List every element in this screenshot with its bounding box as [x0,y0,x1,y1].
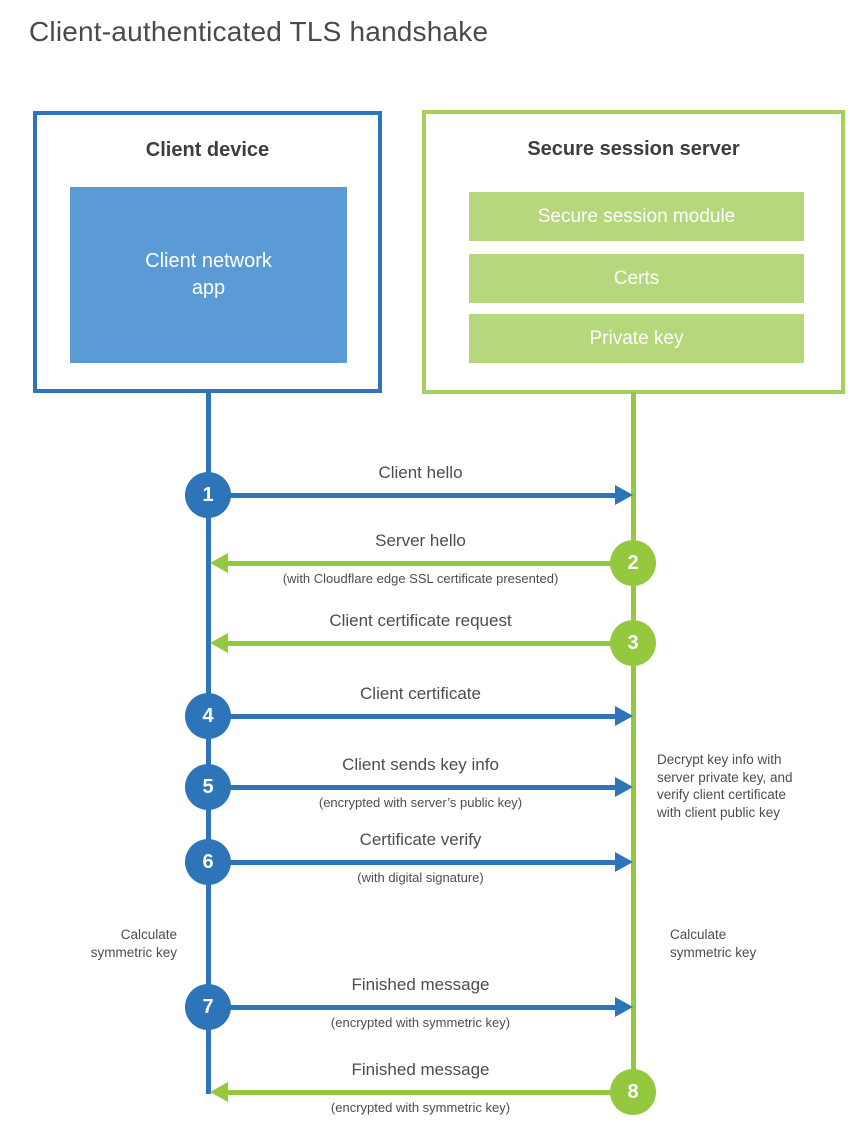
step-4-marker: 4 [185,693,231,739]
step-5-arrowhead-right-icon [615,777,633,797]
step-8-arrow-line [228,1090,612,1095]
secure-session-server-title: Secure session server [527,138,740,160]
step-3-marker: 3 [610,620,656,666]
step-3-label: Client certificate request [329,611,512,630]
step-5-label: Client sends key info [342,755,499,774]
client-calculate-symmetric-key-note: Calculate symmetric key [90,927,177,960]
diagram-title: Client-authenticated TLS handshake [29,16,489,47]
step-2-marker: 2 [610,540,656,586]
step-2-sublabel: (with Cloudflare edge SSL certificate pr… [282,571,559,586]
module-bar-secure-session-module: Secure session module [469,192,804,241]
client-device-title: Client device [145,139,270,161]
step-1-marker: 1 [185,472,231,518]
step-6-arrow-line [230,860,616,865]
step-8-sublabel: (encrypted with symmetric key) [330,1100,511,1115]
step-1-arrowhead-right-icon [615,485,633,505]
step-7-label: Finished message [351,975,490,994]
step-6-label: Certificate verify [359,830,482,849]
step-8-arrowhead-left-icon [210,1082,228,1102]
step-7-marker: 7 [185,984,231,1030]
step-5-marker: 5 [185,764,231,810]
step-1-arrow-line [230,493,616,498]
step-5-arrow-line [230,785,616,790]
client-device-box: Client device Client network app [33,111,382,393]
step-7-arrowhead-right-icon [615,997,633,1017]
step-4-label: Client certificate [360,684,481,703]
step-2-label: Server hello [375,531,466,550]
step-6-sublabel: (with digital signature) [357,870,484,885]
module-bar-private-key: Private key [469,314,804,363]
step-4-arrowhead-right-icon [615,706,633,726]
step-6-marker: 6 [185,839,231,885]
step-4-arrow-line [230,714,616,719]
server-decrypt-note: Decrypt key info with server private key… [657,752,793,820]
step-8-marker: 8 [610,1069,656,1115]
client-lifeline [206,391,211,1094]
step-3-arrow-line [228,641,612,646]
step-7-arrow-line [230,1005,616,1010]
step-5-sublabel: (encrypted with server’s public key) [318,795,523,810]
step-6-arrowhead-right-icon [615,852,633,872]
module-bar-certs: Certs [469,254,804,303]
step-1-label: Client hello [378,463,463,482]
client-network-app-box: Client network app [70,187,347,363]
step-2-arrowhead-left-icon [210,553,228,573]
secure-session-server-box: Secure session server Secure session mod… [422,110,845,394]
step-8-label: Finished message [351,1060,490,1079]
server-lifeline [631,392,636,1094]
step-2-arrow-line [228,561,612,566]
server-calculate-symmetric-key-note: Calculate symmetric key [670,927,757,960]
step-7-sublabel: (encrypted with symmetric key) [330,1015,511,1030]
step-3-arrowhead-left-icon [210,633,228,653]
